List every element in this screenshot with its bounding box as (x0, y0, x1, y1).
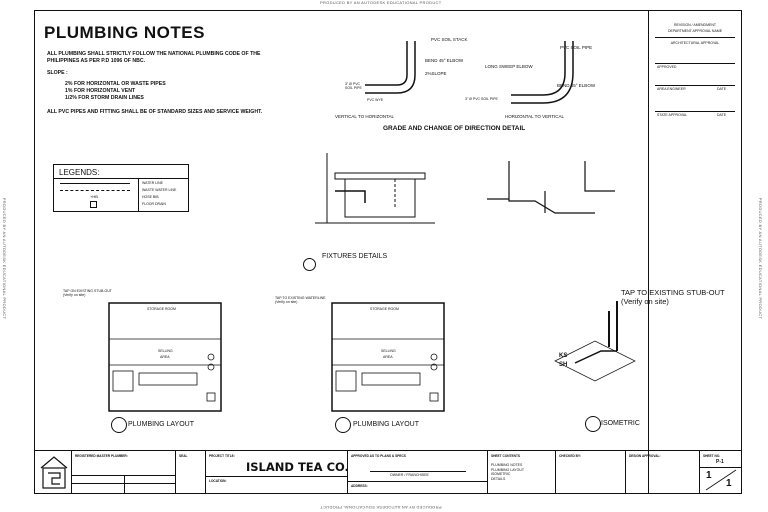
slope-label: SLOPE : (47, 70, 68, 76)
slope-item: 1/2% FOR STORM DRAIN LINES (65, 95, 144, 101)
iso-sh-label: SH (559, 362, 568, 368)
label-bend-45-elbow: BEND 45° ELBOW (425, 58, 464, 63)
layout2-area: AREA (383, 355, 393, 359)
fixtures-elevation-drawing (315, 153, 435, 224)
vertical-to-horizontal-drawing (365, 41, 416, 94)
watermark-right: PRODUCED BY AN AUTODESK EDUCATIONAL PROD… (758, 197, 764, 320)
watermark-left: PRODUCED BY AN AUTODESK EDUCATIONAL PROD… (2, 197, 8, 320)
waste-line-symbol (60, 190, 130, 191)
plumbing-layout-2-title: PLUMBING LAYOUT (353, 421, 419, 428)
watermark-bottom: PRODUCED BY AN AUTODESK EDUCATIONAL PROD… (320, 505, 442, 510)
layout2-tap-note: TAP TO EXISTING WATERLINE (Verify on sit… (275, 296, 326, 304)
legend-item: FLOOR DRAIN (142, 202, 166, 206)
legend-item: WASTE WATER LINE (142, 188, 177, 192)
sheet-contents-item: PLUMBING LAYOUT (491, 467, 524, 472)
sheet-no: P-1 (716, 459, 724, 465)
approved-as-to-plans-label: APPROVED AS TO PLANS & SPECS (351, 454, 406, 458)
sheet-contents-list: PLUMBING NOTES PLUMBING LAYOUT ISOMETRIC… (491, 463, 524, 481)
right-panel-line: AREA ENGINEER (657, 87, 686, 91)
plumbing-layout-1-title: PLUMBING LAYOUT (128, 421, 194, 428)
sheet-contents-label: SHEET CONTENTS (491, 454, 521, 458)
watermark-top: PRODUCED BY AN AUTODESK EDUCATIONAL PROD… (320, 0, 442, 5)
drawing-sheet: PLUMBING NOTES ALL PLUMBING SHALL STRICT… (34, 10, 742, 494)
legend-title: LEGENDS: (59, 168, 100, 177)
address-label: ADDRESS: (351, 484, 368, 488)
layout1-storage-room: STORAGE ROOM (147, 307, 176, 311)
sheet-num: 1 (706, 470, 712, 481)
note-line-2: PHILIPPINES AS PER P.D 1096 OF NBC. (47, 58, 146, 64)
layout2-selling: SELLING (381, 349, 396, 353)
slope-item: 2% FOR HORIZONTAL OR WASTE PIPES (65, 81, 166, 87)
hose-bib-symbol: +HB (90, 194, 98, 199)
grade-detail-title: GRADE AND CHANGE OF DIRECTION DETAIL (383, 125, 526, 132)
note-line-1: ALL PLUMBING SHALL STRICTLY FOLLOW THE N… (47, 51, 261, 57)
isometric-drawing (554, 301, 636, 382)
right-panel-line: DATE (717, 113, 727, 117)
water-line-symbol (60, 183, 130, 184)
layout1-area: AREA (160, 355, 170, 359)
label-pvc-soil-stack: PVC SOIL STACK (431, 37, 468, 42)
label-pvc-soil-pipe-right: 3" Ø PVC SOIL PIPE (465, 97, 498, 101)
fixtures-isometric-drawing (487, 161, 615, 214)
iso-tap-note-2: (Verify on site) (621, 297, 669, 306)
project-title: ISLAND TEA CO. (246, 460, 349, 474)
isometric-callout-circle (585, 416, 601, 432)
plumbing-layout-1-plan (108, 302, 222, 412)
registered-master-plumber-label: REGISTERED MASTER PLUMBER: (75, 454, 128, 458)
location-label: LOCATION: (209, 479, 227, 483)
project-title-label: PROJECT TITLE: (209, 454, 235, 458)
layout1-callout-circle (111, 417, 127, 433)
legend-item: WATER LINE (142, 181, 164, 185)
iso-ks-label: KS (559, 353, 568, 359)
layout1-selling: SELLING (158, 349, 173, 353)
layout1-tap-note: TAP ON EXISTING STUB-OUT (Verify on site… (63, 289, 112, 297)
right-panel-line: STATE APPROVAL (657, 113, 688, 117)
sheet-contents-item: DETAILS (491, 476, 506, 481)
label-vertical-to-horizontal: VERTICAL TO HORIZONTAL (335, 114, 395, 119)
sheet-divider-slash (705, 469, 737, 491)
sheet-no-label: SHEET NO. (703, 454, 721, 458)
horizontal-to-vertical-drawing (511, 41, 574, 104)
sheet-contents-item: PLUMBING NOTES (491, 463, 523, 467)
fixtures-callout-circle (303, 258, 316, 271)
sheet-contents-item: ISOMETRIC (491, 472, 511, 476)
fixtures-details-title: FIXTURES DETAILS (322, 253, 388, 260)
label-pvc-soil-pipe-left: 3" Ø PVC SOIL PIPE (345, 82, 362, 90)
plumbing-layout-2-plan (331, 302, 445, 412)
label-horizontal-to-vertical: HORIZONTAL TO VERTICAL (505, 114, 565, 119)
right-approval-panel: REVISION / AMENDMENT DEPARTMENT APPROVAL… (648, 11, 741, 493)
right-panel-line: REVISION / AMENDMENT (673, 23, 716, 27)
right-panel-line: ARCHITECTURAL APPROVAL (670, 41, 720, 45)
iso-tap-note-1: TAP TO EXISTING STUB-OUT (621, 288, 725, 297)
label-pvc-wye: PVC WYE (367, 98, 384, 102)
pvc-note: ALL PVC PIPES AND FITTING SHALL BE OF ST… (47, 109, 263, 115)
layout2-callout-circle (335, 417, 351, 433)
owner-label: OWNER / FRANCHISEE (390, 473, 429, 477)
title-block: REGISTERED MASTER PLUMBER: SEAL PROJECT … (35, 450, 742, 493)
design-approval-label: DESIGN APPROVAL: (629, 454, 661, 458)
label-2pct-slope: 2%SLOPE (425, 71, 447, 76)
isometric-title: ISOMETRIC (601, 420, 640, 427)
seal-label: SEAL (179, 454, 188, 458)
slope-item: 1% FOR HORIZONTAL VENT (65, 88, 136, 94)
right-panel-line: DATE (717, 87, 727, 91)
plumbing-notes-title: PLUMBING NOTES (44, 23, 205, 42)
plumbing-notes: ALL PLUMBING SHALL STRICTLY FOLLOW THE N… (47, 51, 347, 116)
floor-drain-symbol (90, 201, 97, 208)
right-panel-line: APPROVED (657, 65, 677, 69)
firm-logo (40, 456, 68, 489)
label-long-sweep-elbow: LONG SWEEP ELBOW (485, 64, 533, 69)
right-panel-line: DEPARTMENT APPROVAL NAME (667, 29, 723, 33)
label-pvc-soil-pipe: PVC SOIL PIPE (560, 45, 593, 50)
label-bend-45-right: BEND 45° ELBOW (557, 83, 596, 88)
legend-box: LEGENDS: +HB WATER LINE WASTE WATER LINE… (53, 164, 189, 212)
sheet-total: 1 (726, 478, 732, 489)
legend-item: HOSE BIB (142, 195, 159, 199)
layout2-storage-room: STORAGE ROOM (370, 307, 399, 311)
checked-by-label: CHECKED BY: (559, 454, 581, 458)
